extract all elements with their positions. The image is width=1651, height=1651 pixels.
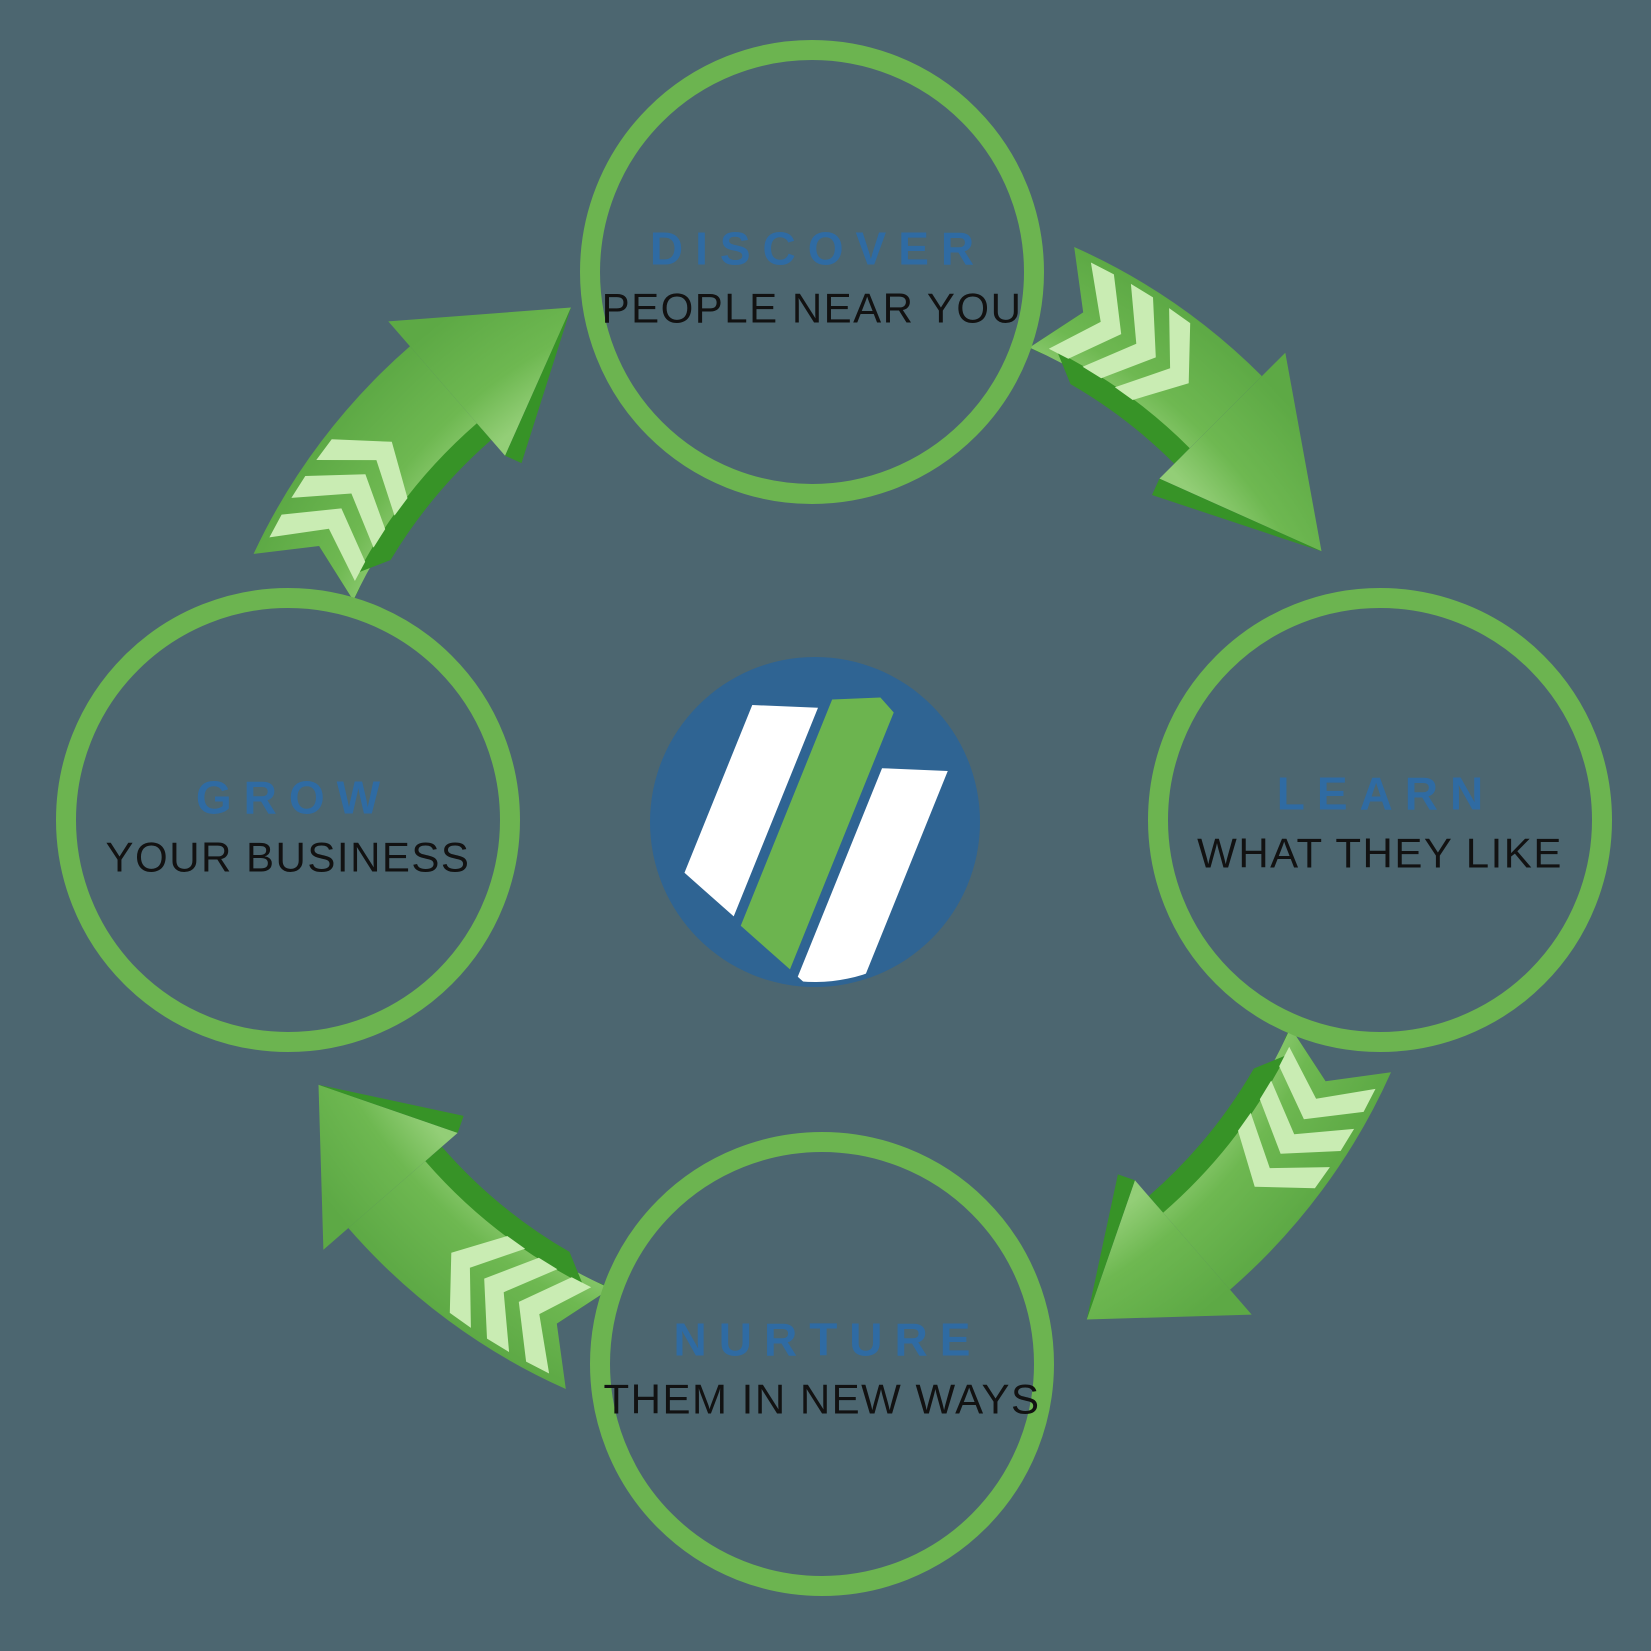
arrow-chevron bbox=[518, 1277, 592, 1374]
circle-nurture bbox=[590, 1132, 1054, 1596]
center-logo bbox=[650, 657, 980, 1021]
arrow-learn-to-nurture bbox=[1086, 1027, 1391, 1320]
arrowhead-shadow bbox=[1086, 1174, 1135, 1320]
arrow-inner-shadow bbox=[425, 1146, 583, 1284]
arrow-discover-to-learn bbox=[1029, 247, 1322, 552]
arrow-chevron bbox=[1048, 262, 1122, 359]
arrowhead bbox=[318, 1084, 458, 1250]
arrow-nurture-to-grow bbox=[318, 1084, 611, 1389]
logo-stripe-green bbox=[740, 697, 894, 970]
arrow-chevron bbox=[449, 1236, 526, 1328]
arrow-chevron bbox=[1259, 1080, 1355, 1154]
logo-stripe-white-right bbox=[797, 768, 948, 1021]
arrow-band bbox=[1157, 1027, 1391, 1290]
arrow-chevron bbox=[269, 508, 366, 581]
arrowhead bbox=[1159, 352, 1322, 552]
arrow-grow-to-discover bbox=[253, 307, 571, 601]
circle-learn bbox=[1148, 588, 1612, 1052]
node-rings bbox=[56, 40, 1612, 1596]
arrow-chevron bbox=[1114, 308, 1191, 400]
arrow-chevron bbox=[1279, 1046, 1376, 1120]
arrowhead-shadow bbox=[505, 307, 571, 464]
arrow-chevron bbox=[316, 439, 408, 516]
arrowhead-shadow bbox=[1152, 478, 1322, 552]
arrow-inner-shadow bbox=[358, 423, 492, 573]
cycle-arrows bbox=[253, 247, 1391, 1389]
arrow-chevron bbox=[484, 1257, 558, 1353]
arrowhead bbox=[1086, 1180, 1252, 1320]
arrowhead bbox=[388, 307, 571, 456]
logo-stripe-white-left bbox=[684, 704, 818, 917]
arrow-band bbox=[253, 346, 483, 601]
arrow-inner-shadow bbox=[1057, 352, 1190, 464]
logo-stripes bbox=[684, 697, 948, 1021]
arrowhead-shadow bbox=[318, 1084, 464, 1133]
circle-discover bbox=[580, 40, 1044, 504]
circle-grow bbox=[56, 588, 520, 1052]
arrow-chevron bbox=[1082, 283, 1156, 379]
arrow-chevron bbox=[1238, 1112, 1330, 1189]
arrow-chevron bbox=[291, 474, 386, 548]
arrow-inner-shadow bbox=[1148, 1055, 1286, 1213]
arrow-band bbox=[348, 1155, 611, 1389]
